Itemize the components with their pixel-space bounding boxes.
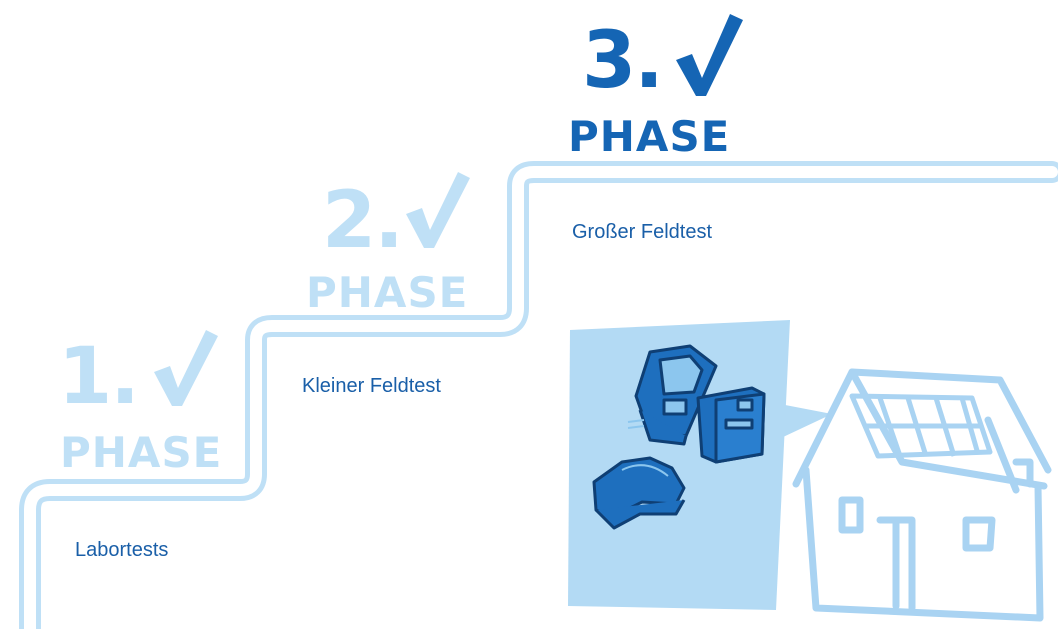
phase-3-word: PHASE [568, 112, 731, 161]
gateway-box-icon [696, 386, 766, 464]
check-icon [148, 326, 220, 411]
phase-2-word: PHASE [306, 268, 469, 317]
check-icon [672, 10, 744, 101]
check-icon [400, 168, 472, 253]
phase-2-number: 2. [322, 176, 404, 266]
phase-1-number: 1. [58, 332, 140, 422]
house-with-solar-panels-icon [792, 368, 1052, 622]
phase-1-label: Labortests [75, 539, 169, 561]
phase-3-label: Großer Feldtest [572, 221, 713, 243]
solar-panels [849, 393, 993, 459]
phase-2-label: Kleiner Feldtest [302, 375, 441, 397]
smart-meter-icon [627, 344, 718, 446]
phase-3-number: 3. [582, 16, 664, 106]
phase-1-word: PHASE [60, 428, 223, 477]
meter-module-icon [592, 456, 686, 530]
